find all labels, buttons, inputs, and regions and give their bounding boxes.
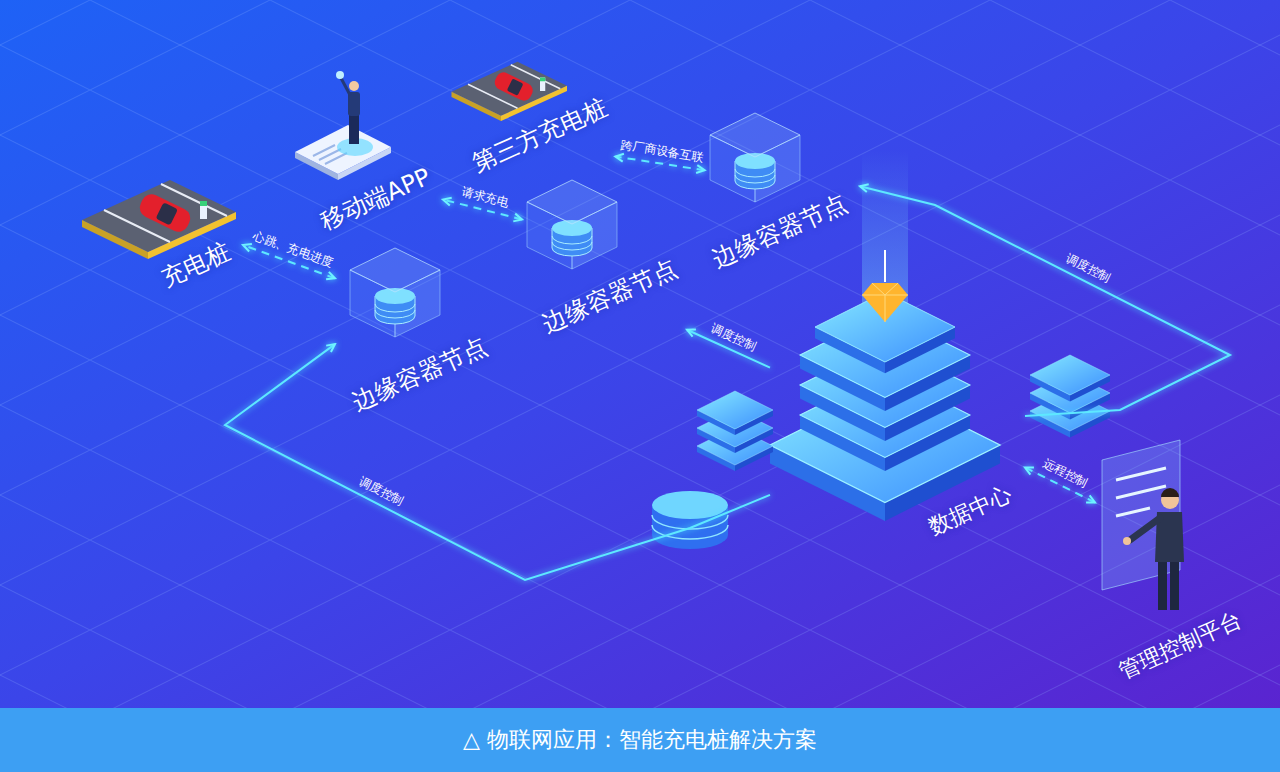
edge-label: 调度控制 [356, 475, 405, 509]
node-box: 充电桩 [78, 172, 243, 300]
caption-bar [0, 708, 1280, 772]
node-box: 边缘容器节点 [705, 110, 860, 280]
connector [860, 186, 1230, 416]
connector [687, 330, 770, 368]
light-beam [862, 150, 908, 330]
node-box: 边缘容器节点 [335, 245, 500, 421]
third-party-pile-art [452, 62, 568, 121]
charging-pile-art [82, 180, 236, 259]
connectors [225, 157, 1230, 580]
edge-label: 心跳、充电进度 [251, 230, 335, 272]
person-arm [1130, 518, 1160, 540]
node-label: 充电桩 [158, 239, 235, 293]
edge-label: 远程控制 [1041, 457, 1090, 491]
gem [862, 283, 908, 322]
node-label: 数据中心 [925, 481, 1016, 540]
connector [225, 344, 770, 580]
node-label: 管理控制平台 [1115, 607, 1246, 684]
node-box: 边缘容器节点 [522, 175, 687, 350]
node-box: 数据中心 [770, 282, 1025, 550]
connector [443, 200, 522, 220]
edge-label: 请求充电 [460, 185, 510, 210]
mobile-app-art [295, 71, 391, 180]
database-top [652, 491, 728, 519]
node-label: 边缘容器节点 [539, 255, 682, 339]
person-leg [1158, 558, 1167, 610]
edge-label: 跨厂商设备互联 [619, 138, 704, 164]
edge-node-art [710, 113, 800, 202]
server-stack [1030, 355, 1110, 401]
background [0, 0, 1280, 708]
person-hand [1123, 537, 1131, 545]
connector [243, 245, 335, 278]
iso-grid [0, 0, 1280, 708]
node-label: 第三方充电桩 [469, 94, 612, 178]
connector [1025, 468, 1095, 503]
node-label: 边缘容器节点 [709, 190, 852, 274]
person-leg [1170, 558, 1179, 610]
edge-node-art [527, 180, 617, 269]
gem-facet [862, 283, 908, 322]
server-stack [697, 391, 773, 435]
person-hair [1161, 488, 1179, 497]
node-box: 第三方充电桩 [450, 40, 615, 182]
edge-label: 调度控制 [709, 321, 758, 353]
beam-needle [884, 250, 886, 282]
node-label: 边缘容器节点 [349, 333, 492, 417]
node-box: 管理控制平台 [1095, 430, 1255, 690]
edge-node-art [350, 248, 440, 337]
panel-line [1116, 468, 1166, 516]
caption: △ 物联网应用：智能充电桩解决方案 [463, 725, 817, 755]
caption-holder: △ 物联网应用：智能充电桩解决方案 [0, 708, 1280, 772]
edge-label: 调度控制 [1063, 252, 1112, 286]
connector [615, 157, 704, 171]
node-box: 移动端APP [285, 65, 443, 240]
node-label: 移动端APP [316, 163, 434, 236]
